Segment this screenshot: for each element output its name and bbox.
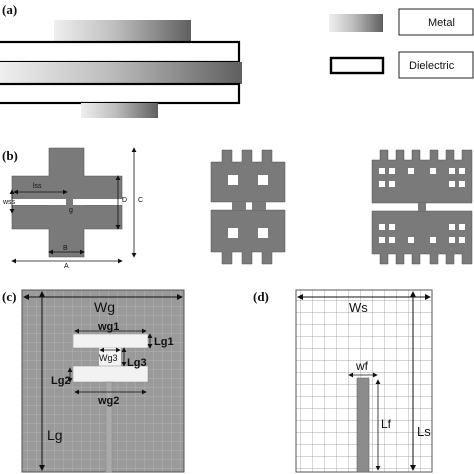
middle-metal-layer: [0, 62, 242, 84]
b-label: B: [63, 245, 68, 252]
c-label: C: [138, 197, 143, 204]
d-label: D: [122, 197, 127, 204]
upper-slot: [72, 333, 149, 349]
lg-label: Lg: [47, 427, 63, 443]
neck-slot: [99, 348, 121, 366]
wg2-label: wg2: [97, 395, 119, 407]
feed-line-layout: Ws Ls wf Lf: [295, 289, 433, 473]
cross-resonator-dimensioned: lss wss g D C B A: [2, 147, 143, 270]
legend-dielectric-box: [398, 51, 474, 79]
fractal-2-bridge-right: [252, 202, 266, 210]
lg3-label: Lg3: [127, 357, 147, 369]
microstrip-feed-line: [356, 377, 370, 473]
fractal-2-shape: [210, 149, 286, 265]
lg1-label: Lg1: [154, 336, 174, 348]
ws-label: Ws: [349, 300, 368, 315]
dielectric-layer-upper: [0, 40, 241, 64]
legend-metal-box: [398, 8, 474, 36]
legend-metal-label: Metal: [428, 17, 455, 29]
panel-label-c: (c): [2, 289, 16, 304]
ls-label: Ls: [417, 424, 431, 439]
fractal-3-holes: [379, 168, 465, 243]
g-label: g: [69, 207, 73, 214]
fractal-2-hole: [258, 228, 268, 238]
legend-metal-swatch: [329, 14, 383, 32]
lf-label: Lf: [381, 417, 392, 431]
lg2-label: Lg2: [51, 375, 71, 387]
legend-dielectric-label: Dielectric: [409, 60, 455, 72]
fractal-iteration-3: [371, 149, 473, 265]
fractal-2-hole: [228, 175, 238, 185]
slot-bridge: [66, 199, 73, 205]
lss-label: lss: [33, 183, 42, 190]
wg-label: Wg: [94, 299, 115, 315]
fractal-2-hole: [258, 175, 268, 185]
fractal-2-bridge-left: [232, 202, 246, 210]
wss-label: wss: [2, 199, 16, 206]
wg1-label: wg1: [97, 321, 119, 333]
panel-label-d: (d): [253, 289, 269, 304]
fractal-3-bridge: [418, 203, 426, 211]
legend: Metal Dielectric: [329, 8, 474, 79]
layer-stack-diagram: [0, 20, 242, 118]
wg3-label: Wg3: [99, 353, 118, 363]
ground-plane: [21, 289, 185, 473]
panel-label-b: (b): [2, 148, 18, 163]
feed-strip: [105, 381, 113, 473]
dielectric-layer-lower: [0, 82, 241, 105]
panel-label-a: (a): [2, 2, 17, 17]
ground-plane-layout: Wg Lg wg1 Lg1 Wg3 Lg3 Lg2 wg2: [21, 289, 185, 473]
legend-dielectric-swatch: [329, 56, 385, 75]
wf-label: wf: [355, 359, 369, 373]
a-label: A: [64, 263, 69, 270]
top-metal-layer: [54, 20, 191, 42]
bottom-metal-layer: [81, 103, 158, 118]
fractal-iteration-2: [210, 149, 286, 265]
fractal-2-hole: [228, 228, 238, 238]
fractal-3-shape: [371, 149, 473, 265]
